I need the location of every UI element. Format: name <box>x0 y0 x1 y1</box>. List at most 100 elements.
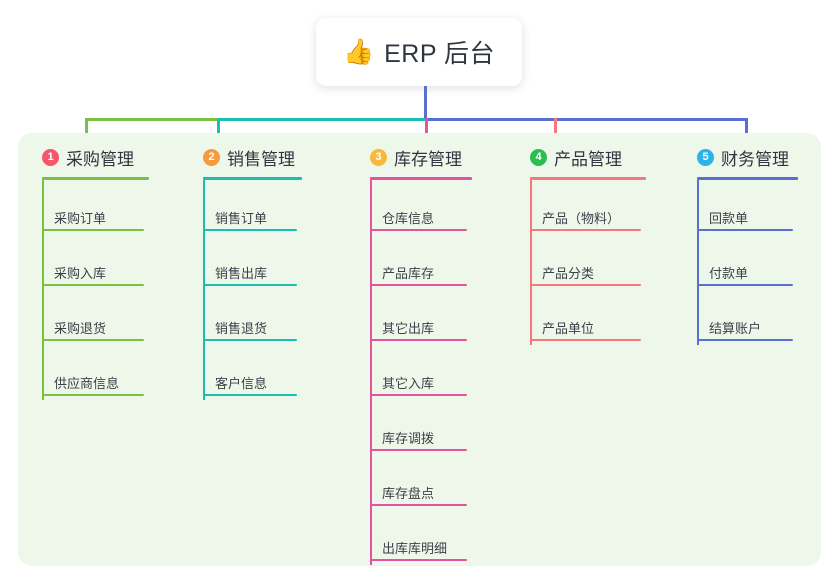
leaf-spine <box>370 180 372 565</box>
leaf-spine <box>42 180 44 400</box>
leaf-item-label: 其它入库 <box>382 376 435 391</box>
leaf-item[interactable]: 库存调拨 <box>346 400 472 455</box>
leaf-item[interactable]: 采购订单 <box>18 180 149 235</box>
leaf-item[interactable]: 产品（物料） <box>506 180 646 235</box>
leaf-item[interactable]: 结算账户 <box>673 290 798 345</box>
leaf-underline <box>530 229 641 231</box>
leaf-item-label: 产品单位 <box>542 321 595 336</box>
leaf-item-label: 采购退货 <box>54 321 107 336</box>
leaf-list: 销售订单销售出库销售退货客户信息 <box>179 180 302 400</box>
branch-number-badge: 5 <box>697 148 714 166</box>
branch-underline <box>203 177 302 180</box>
leaf-spine <box>203 180 205 400</box>
leaf-underline <box>42 394 144 396</box>
leaf-item-label: 库存调拨 <box>382 431 435 446</box>
leaf-item-label: 付款单 <box>709 266 749 281</box>
leaf-item-label: 产品库存 <box>382 266 435 281</box>
leaf-item-label: 供应商信息 <box>54 376 120 391</box>
leaf-item-label: 出库库明细 <box>382 541 448 556</box>
branch-number-badge: 2 <box>203 148 220 166</box>
leaf-item-label: 采购入库 <box>54 266 107 281</box>
leaf-item[interactable]: 仓库信息 <box>346 180 472 235</box>
leaf-underline <box>203 284 297 286</box>
branch-column-4: 4 产品管理产品（物料） 产品分类产品单位 <box>506 142 646 345</box>
branch-title: 库存管理 <box>394 149 462 169</box>
leaf-list: 仓库信息产品库存其它出库其它入库库存调拨库存盘点出库库明细 <box>346 180 472 565</box>
branch-number-badge: 1 <box>42 148 59 166</box>
leaf-item-label: 客户信息 <box>215 376 268 391</box>
connector-bus-segment <box>85 118 220 121</box>
leaf-underline <box>370 394 467 396</box>
leaf-item-label: 结算账户 <box>709 321 762 336</box>
leaf-spine <box>697 180 699 345</box>
connector-bus-segment <box>217 118 428 121</box>
branch-title: 产品管理 <box>554 149 622 169</box>
leaf-underline <box>370 504 467 506</box>
connector-bus-segment <box>425 118 748 121</box>
leaf-underline <box>697 229 793 231</box>
leaf-item-label: 采购订单 <box>54 211 107 226</box>
leaf-item[interactable]: 其它入库 <box>346 345 472 400</box>
leaf-item-label: 仓库信息 <box>382 211 435 226</box>
leaf-underline <box>697 339 793 341</box>
branch-column-5: 5 财务管理回款单付款单结算账户 <box>673 142 798 345</box>
leaf-underline <box>370 229 467 231</box>
root-node-card[interactable]: 👍 ERP 后台 <box>316 18 522 86</box>
leaf-item[interactable]: 销售订单 <box>179 180 302 235</box>
leaf-item-label: 销售订单 <box>215 211 268 226</box>
thumbs-up-icon: 👍 <box>342 37 375 66</box>
leaf-underline <box>530 284 641 286</box>
leaf-underline <box>203 394 297 396</box>
leaf-item-label: 库存盘点 <box>382 486 435 501</box>
leaf-item-label: 其它出库 <box>382 321 435 336</box>
leaf-item[interactable]: 销售出库 <box>179 235 302 290</box>
branch-underline <box>42 177 149 180</box>
leaf-underline <box>203 229 297 231</box>
leaf-underline <box>42 339 144 341</box>
leaf-underline <box>42 284 144 286</box>
leaf-item-label: 销售出库 <box>215 266 268 281</box>
leaf-item[interactable]: 其它出库 <box>346 290 472 345</box>
leaf-item[interactable]: 销售退货 <box>179 290 302 345</box>
leaf-underline <box>370 339 467 341</box>
branch-header-5[interactable]: 5 财务管理 <box>673 142 798 172</box>
leaf-item[interactable]: 采购入库 <box>18 235 149 290</box>
branch-underline <box>530 177 646 180</box>
leaf-item[interactable]: 付款单 <box>673 235 798 290</box>
branch-header-4[interactable]: 4 产品管理 <box>506 142 646 172</box>
leaf-item-label: 产品分类 <box>542 266 595 281</box>
leaf-list: 回款单付款单结算账户 <box>673 180 798 345</box>
branch-number-badge: 4 <box>530 148 547 166</box>
leaf-item[interactable]: 客户信息 <box>179 345 302 400</box>
leaf-item[interactable]: 出库库明细 <box>346 510 472 565</box>
leaf-item[interactable]: 产品库存 <box>346 235 472 290</box>
branch-underline <box>370 177 472 180</box>
leaf-item[interactable]: 供应商信息 <box>18 345 149 400</box>
leaf-underline <box>370 284 467 286</box>
leaf-underline <box>370 449 467 451</box>
leaf-spine <box>530 180 532 345</box>
leaf-item-label: 回款单 <box>709 211 749 226</box>
leaf-item[interactable]: 回款单 <box>673 180 798 235</box>
leaf-item-label: 产品（物料） <box>542 211 621 226</box>
leaf-item[interactable]: 采购退货 <box>18 290 149 345</box>
leaf-item[interactable]: 产品单位 <box>506 290 646 345</box>
branch-title: 财务管理 <box>721 149 789 169</box>
leaf-underline <box>42 229 144 231</box>
leaf-item-label: 销售退货 <box>215 321 268 336</box>
leaf-underline <box>370 559 467 561</box>
leaf-item[interactable]: 产品分类 <box>506 235 646 290</box>
branch-underline <box>697 177 798 180</box>
leaf-list: 采购订单采购入库采购退货供应商信息 <box>18 180 149 400</box>
leaf-list: 产品（物料） 产品分类产品单位 <box>506 180 646 345</box>
connector-trunk <box>424 86 427 121</box>
leaf-item[interactable]: 库存盘点 <box>346 455 472 510</box>
